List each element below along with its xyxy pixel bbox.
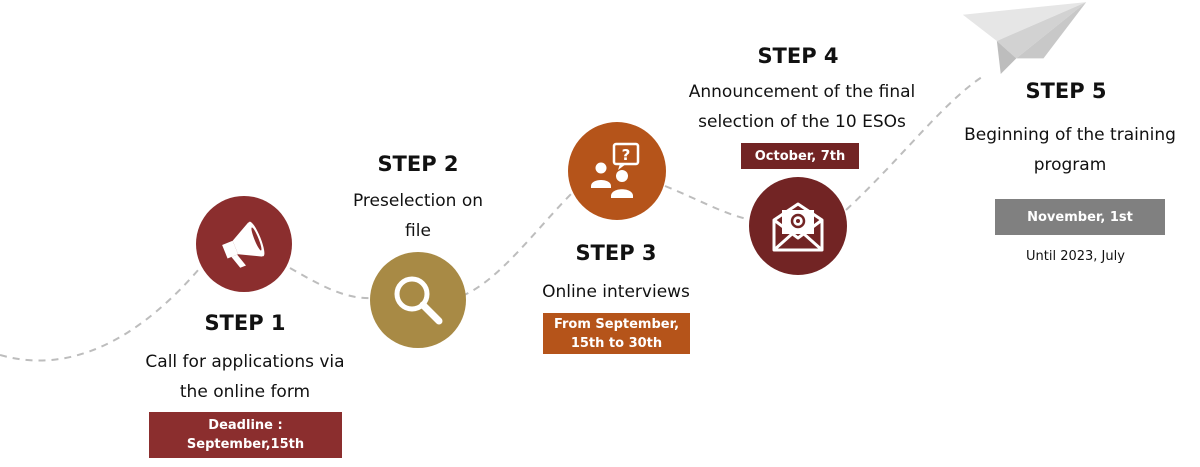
step1-date-badge: Deadline : September,15th xyxy=(149,412,342,458)
step5-title: STEP 5 xyxy=(1025,79,1107,103)
step2-circle xyxy=(370,252,466,348)
step1-description: Call for applications via the online for… xyxy=(145,352,345,402)
step3-circle: ? xyxy=(568,122,666,220)
step5-description: Beginning of the training program xyxy=(964,125,1176,175)
step3-date-badge: From September, 15th to 30th xyxy=(543,313,690,354)
step3-title: STEP 3 xyxy=(575,241,657,265)
paper-plane-icon xyxy=(962,2,1087,74)
step2-description: Preselection on file xyxy=(352,191,483,241)
step1-circle xyxy=(196,196,292,292)
step4-circle xyxy=(749,177,847,275)
step1-title: STEP 1 xyxy=(204,311,286,335)
people-question-icon: ? xyxy=(591,142,640,198)
step4-description: Announcement of the final selection of t… xyxy=(688,82,916,132)
envelope-at-icon xyxy=(772,202,824,252)
magnifier-icon xyxy=(394,276,443,325)
step4-title: STEP 4 xyxy=(757,44,839,68)
step4-date-badge: October, 7th xyxy=(741,143,859,169)
step3-description: Online interviews xyxy=(542,282,690,302)
step5-date-badge: November, 1st xyxy=(995,199,1165,235)
step2-title: STEP 2 xyxy=(377,152,459,176)
step5-note: Until 2023, July xyxy=(1026,249,1125,264)
svg-text:?: ? xyxy=(622,146,631,164)
megaphone-icon xyxy=(222,221,265,268)
dashed-curve xyxy=(0,74,986,362)
